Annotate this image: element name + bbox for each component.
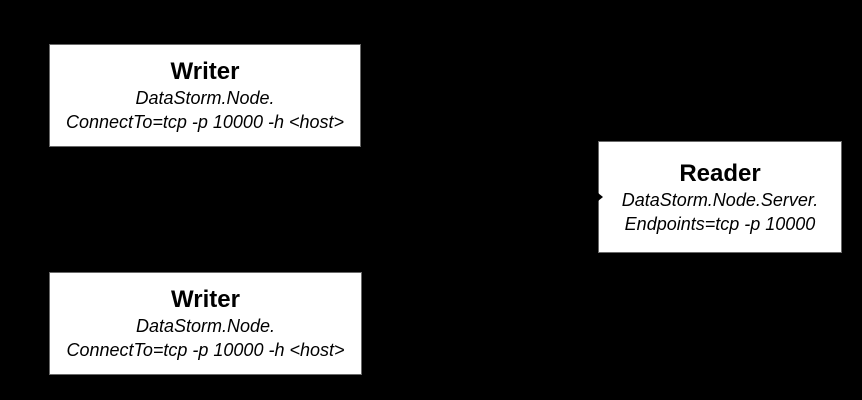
node-config-line: DataStorm.Node. — [135, 316, 276, 336]
node-reader: Reader DataStorm.Node.Server. Endpoints=… — [598, 141, 842, 253]
node-writer-bottom: Writer DataStorm.Node. ConnectTo=tcp -p … — [49, 272, 362, 375]
node-writer-top: Writer DataStorm.Node. ConnectTo=tcp -p … — [49, 44, 361, 147]
connector-arrowhead-icon — [598, 193, 603, 201]
node-title: Reader — [679, 159, 761, 187]
node-config-line: ConnectTo=tcp -p 10000 -h <host> — [65, 112, 345, 132]
node-title: Writer — [171, 286, 240, 313]
node-title: Writer — [170, 58, 240, 85]
node-config-line: DataStorm.Node. — [135, 88, 275, 108]
node-config-line: DataStorm.Node.Server. — [621, 189, 819, 210]
node-config-line: ConnectTo=tcp -p 10000 -h <host> — [66, 340, 345, 360]
node-config-line: Endpoints=tcp -p 10000 — [624, 213, 816, 234]
